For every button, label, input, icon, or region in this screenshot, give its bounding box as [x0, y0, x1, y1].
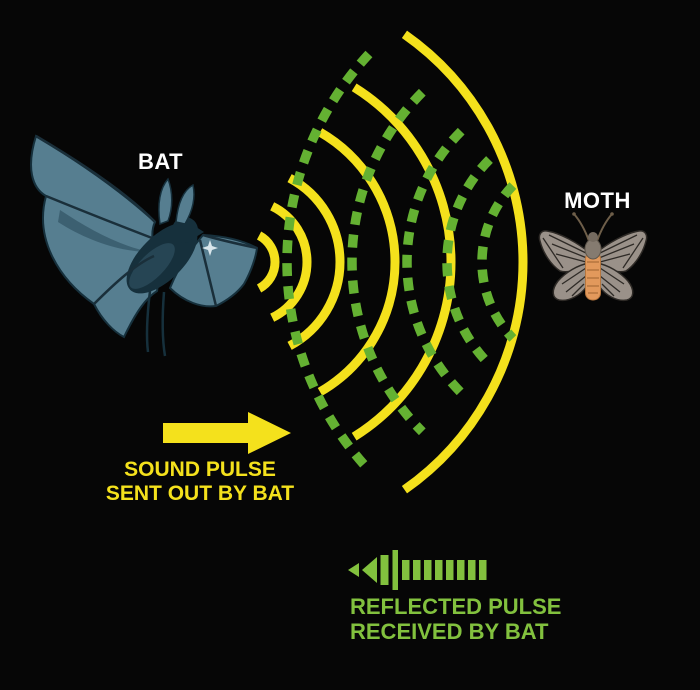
bat-wing-bones: [35, 134, 258, 307]
reflected-pulse-arcs: [282, 50, 517, 474]
pulse-bar: [457, 560, 465, 580]
reflected-pulse-arc: [442, 156, 493, 368]
bat-illustration: [30, 134, 259, 357]
pulse-arrow-wedge: [362, 557, 377, 583]
bat-ear-left: [158, 177, 173, 226]
moth-antenna-tip: [572, 212, 576, 216]
sound-pulse-caption-line2: SENT OUT BY BAT: [105, 481, 295, 505]
reflected-pulse-caption-line1: REFLECTED PULSE: [350, 594, 562, 619]
moth-illustration: [538, 212, 648, 302]
bat-ear-right: [175, 183, 195, 225]
pulse-bar: [446, 560, 454, 580]
pulse-bar: [392, 550, 398, 590]
reflected-pulse-icon: [348, 550, 487, 590]
sound-pulse-arc: [401, 30, 528, 494]
pulse-bar: [402, 560, 410, 580]
sound-pulse-arrow: [163, 412, 291, 454]
reflected-pulse-arc: [347, 88, 426, 436]
bat-belly: [129, 243, 175, 289]
reflected-pulse-caption: REFLECTED PULSE RECEIVED BY BAT: [350, 594, 562, 645]
bat-legs: [145, 290, 167, 357]
bat-label: BAT: [137, 149, 184, 174]
reflected-pulse-arc: [477, 182, 517, 342]
pulse-bar: [479, 560, 487, 580]
moth-abdomen-segments: [587, 261, 599, 294]
pulse-arrow-tip: [348, 563, 359, 577]
reflected-pulse-caption-line2: RECEIVED BY BAT: [350, 618, 549, 644]
bat-muzzle: [185, 220, 204, 243]
sound-pulse-caption: SOUND PULSE SENT OUT BY BAT: [75, 458, 325, 505]
right-arrow-icon: [163, 412, 291, 454]
pulse-bar: [435, 560, 443, 580]
bat-sparkle: [202, 240, 218, 256]
sound-pulse-arcs: [256, 30, 528, 494]
bat-wing-shading: [58, 210, 150, 252]
moth-label: MOTH: [564, 188, 631, 213]
pulse-bar: [380, 555, 389, 585]
moth-wing-veins: [542, 234, 644, 297]
moth-head: [588, 232, 598, 242]
pulse-bar: [424, 560, 432, 580]
sound-pulse-caption-line1: SOUND PULSE: [124, 458, 276, 481]
reflected-pulse-arc: [402, 127, 465, 397]
sound-pulse-arc: [256, 231, 280, 293]
sound-pulse-arc: [287, 174, 345, 350]
sound-pulse-arc: [317, 128, 400, 396]
moth-antennae: [573, 213, 613, 242]
pulse-bar: [413, 560, 421, 580]
sound-pulse-arc: [351, 83, 456, 441]
moth-antenna-tip: [610, 212, 614, 216]
pulse-bar: [468, 560, 476, 580]
